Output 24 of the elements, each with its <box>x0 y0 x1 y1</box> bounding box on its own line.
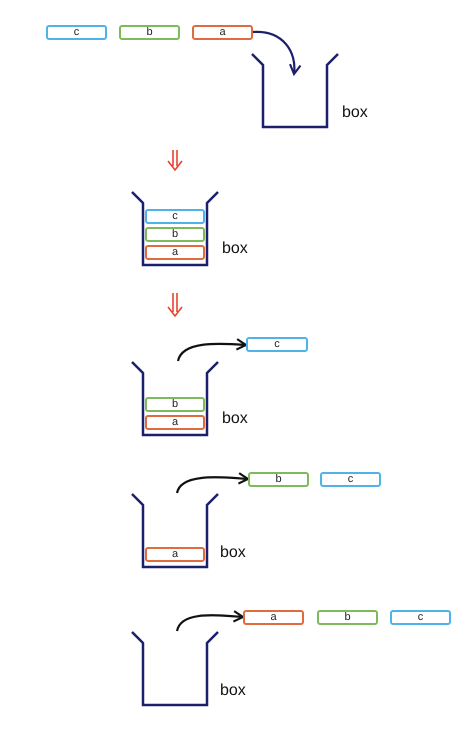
stack-item: a <box>192 25 253 40</box>
curved-arrow <box>176 338 248 362</box>
stack-item: a <box>243 610 304 625</box>
curved-arrow <box>176 472 250 494</box>
stack-item: c <box>46 25 107 40</box>
curved-arrow <box>253 30 301 76</box>
stack-item: b <box>119 25 180 40</box>
stack-item: b <box>145 227 205 242</box>
container-label: box <box>220 682 246 700</box>
stack-item: c <box>390 610 451 625</box>
stack-item: a <box>145 547 205 562</box>
stack-item: c <box>320 472 381 487</box>
stack-item: c <box>246 337 308 352</box>
stack-item: c <box>145 209 205 224</box>
container-label: box <box>222 410 248 428</box>
stack-item: b <box>248 472 309 487</box>
container-label: box <box>222 240 248 258</box>
curved-arrow <box>176 610 244 632</box>
stack-item: b <box>317 610 378 625</box>
container-label: box <box>342 104 368 122</box>
stack-item: a <box>145 415 205 430</box>
stack-item: a <box>145 245 205 260</box>
container-label: box <box>220 544 246 562</box>
stack-item: b <box>145 397 205 412</box>
